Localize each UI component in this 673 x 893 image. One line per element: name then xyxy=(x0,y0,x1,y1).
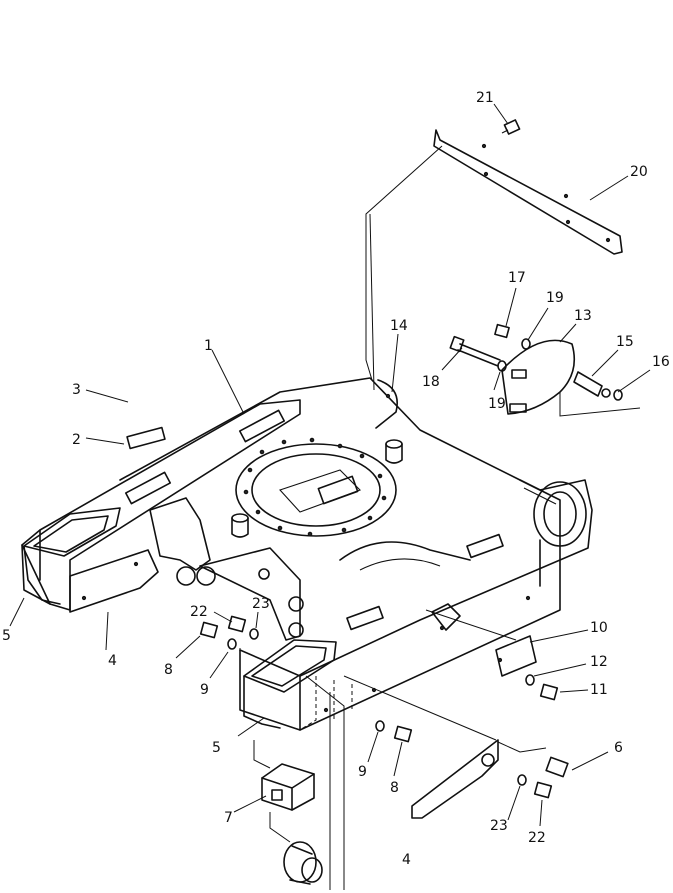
callout-19-upper: 19 xyxy=(546,290,564,306)
track-guide-5-left xyxy=(23,507,121,605)
washer-23-upper xyxy=(249,628,259,640)
callout-6: 6 xyxy=(614,740,623,756)
washer-12 xyxy=(525,674,535,686)
roller xyxy=(283,841,323,885)
callout-7: 7 xyxy=(224,810,233,826)
washer-9-lower xyxy=(375,720,385,732)
guard-plate-13 xyxy=(501,339,576,415)
callout-2: 2 xyxy=(72,432,81,448)
callout-8-lower: 8 xyxy=(390,780,399,796)
callout-22-upper: 22 xyxy=(190,604,208,620)
washer-19 xyxy=(497,338,531,372)
callout-22-lower: 22 xyxy=(528,830,546,846)
washer-9-upper xyxy=(227,638,237,650)
bolt-8-lower xyxy=(393,725,413,743)
callout-12: 12 xyxy=(590,654,608,670)
callout-14: 14 xyxy=(390,318,408,334)
callout-9-lower: 9 xyxy=(358,764,367,780)
bolt-8-upper xyxy=(199,621,219,639)
bolt-21 xyxy=(501,119,521,135)
track-guide-5-front xyxy=(243,639,337,729)
bolt-22-lower xyxy=(533,781,553,799)
callout-19-lower: 19 xyxy=(488,396,506,412)
cover-plate-20 xyxy=(433,129,623,255)
pin-15 xyxy=(573,371,611,398)
callout-8-upper: 8 xyxy=(164,662,173,678)
callout-23-lower: 23 xyxy=(490,818,508,834)
callout-10: 10 xyxy=(590,620,608,636)
callout-labels: 1 2 3 4 4 5 5 6 7 8 8 9 9 10 11 12 13 14… xyxy=(2,90,670,868)
cover-4-left xyxy=(69,549,159,613)
callout-3: 3 xyxy=(72,382,81,398)
callout-18: 18 xyxy=(422,374,440,390)
callout-1: 1 xyxy=(204,338,213,354)
callout-9-upper: 9 xyxy=(200,682,209,698)
callout-5-left: 5 xyxy=(2,628,11,644)
callout-15: 15 xyxy=(616,334,634,350)
bolt-18 xyxy=(449,335,501,367)
callout-20: 20 xyxy=(630,164,648,180)
cover-4-front xyxy=(411,739,499,819)
bolt-17 xyxy=(494,323,510,339)
block-7 xyxy=(261,763,315,811)
callout-13: 13 xyxy=(574,308,592,324)
callout-21: 21 xyxy=(476,90,494,106)
callout-16: 16 xyxy=(652,354,670,370)
bolt-22-upper xyxy=(227,615,247,633)
callout-4-left: 4 xyxy=(108,653,117,669)
assembly-lines xyxy=(239,145,641,890)
callout-leaders xyxy=(9,103,651,827)
callout-17: 17 xyxy=(508,270,526,286)
callout-23-upper: 23 xyxy=(252,596,270,612)
callout-11: 11 xyxy=(590,682,608,698)
washer-16 xyxy=(613,389,623,401)
callout-5-front: 5 xyxy=(212,740,221,756)
callout-4-lower: 4 xyxy=(402,852,411,868)
bolt-6 xyxy=(545,756,569,778)
bolt-11 xyxy=(539,683,559,701)
plate-10 xyxy=(495,635,537,677)
washer-23-lower xyxy=(517,774,527,786)
